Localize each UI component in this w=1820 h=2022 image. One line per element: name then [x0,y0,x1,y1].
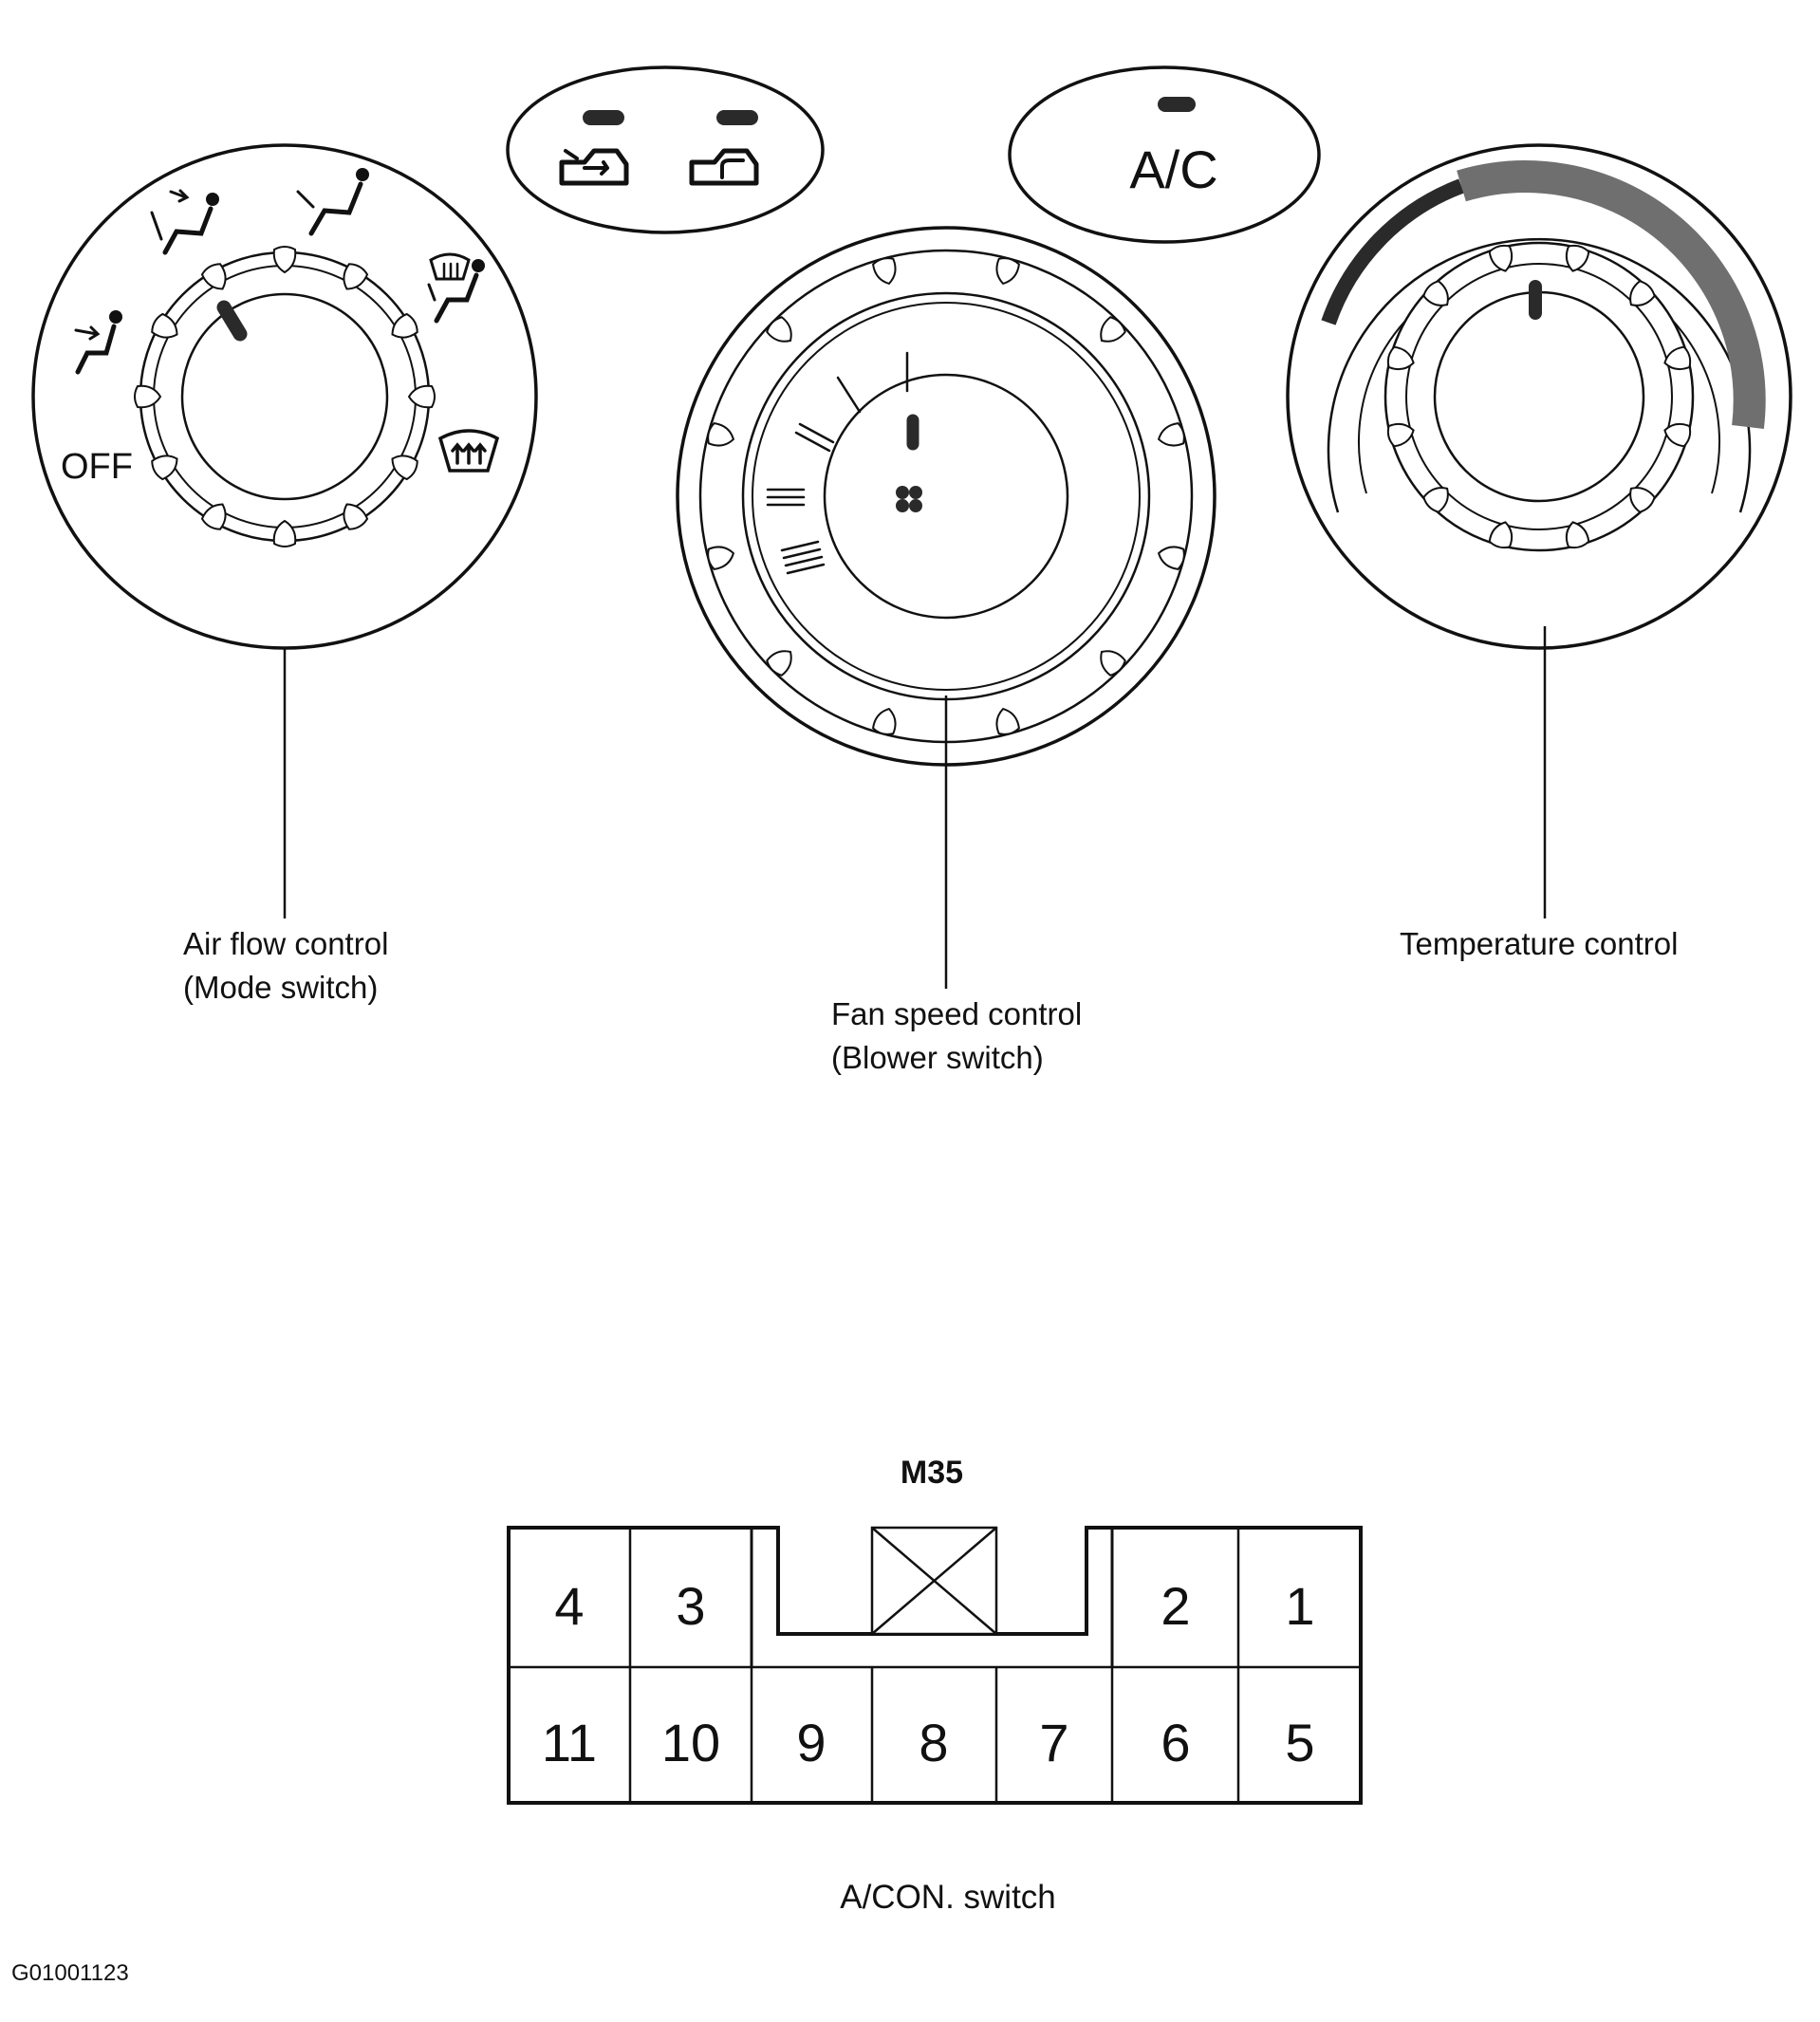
fresh-air-indicator-led [716,110,758,125]
mode-off-label: OFF [61,447,133,487]
mode-callout-title: Air flow control [183,926,388,961]
fan-callout-subtitle: (Blower switch) [831,1040,1044,1075]
ac-button-label: A/C [1129,139,1217,199]
recirculation-icon [559,148,629,186]
pin-label: 11 [542,1713,597,1772]
temperature-callout-title: Temperature control [1400,926,1678,961]
foot-defrost-icon [427,252,485,324]
pin-label: 1 [1285,1576,1314,1636]
fan-speed-marks [766,351,909,575]
temperature-warm-band [1457,160,1766,429]
defrost-icon [437,429,500,473]
pin-label: 4 [554,1576,584,1636]
connector-outline [507,1526,1363,1805]
connector-caption: A/CON. switch [840,1879,1056,1916]
foot-icon [296,168,369,236]
pin-label: 10 [661,1713,720,1772]
pin-label: 3 [676,1576,705,1636]
figure-code: G01001123 [11,1960,129,1986]
connector-m35: 4 3 2 1 11 10 9 8 7 6 5 [507,1526,1363,1805]
fresh-air-button[interactable] [689,148,759,186]
temperature-dial[interactable] [1286,143,1792,650]
fresh-air-icon [689,148,759,186]
vent-icon [74,310,122,375]
ac-button[interactable]: A/C [1008,65,1321,244]
mode-dial-pointer [216,300,248,342]
recirculation-indicator-led [583,110,624,125]
connector-id: M35 [901,1455,963,1491]
intake-button-group [506,65,825,234]
pin-label: 8 [919,1713,948,1772]
fan-callout-title: Fan speed control [831,996,1082,1031]
pin-label: 9 [796,1713,826,1772]
connector-lock-tab [870,1526,998,1636]
recirculation-button[interactable] [559,148,629,186]
temperature-cool-band [1321,178,1464,325]
pin-label: 5 [1285,1713,1314,1772]
fan-dial[interactable] [676,226,1216,767]
pin-label: 2 [1161,1576,1190,1636]
ac-indicator-led [1158,97,1196,112]
mode-dial[interactable] [31,143,538,650]
pin-label: 6 [1161,1713,1190,1772]
mode-callout-subtitle: (Mode switch) [183,970,378,1005]
fan-icon [896,486,922,512]
pin-label: 7 [1039,1713,1068,1772]
bi-level-icon [150,189,219,255]
